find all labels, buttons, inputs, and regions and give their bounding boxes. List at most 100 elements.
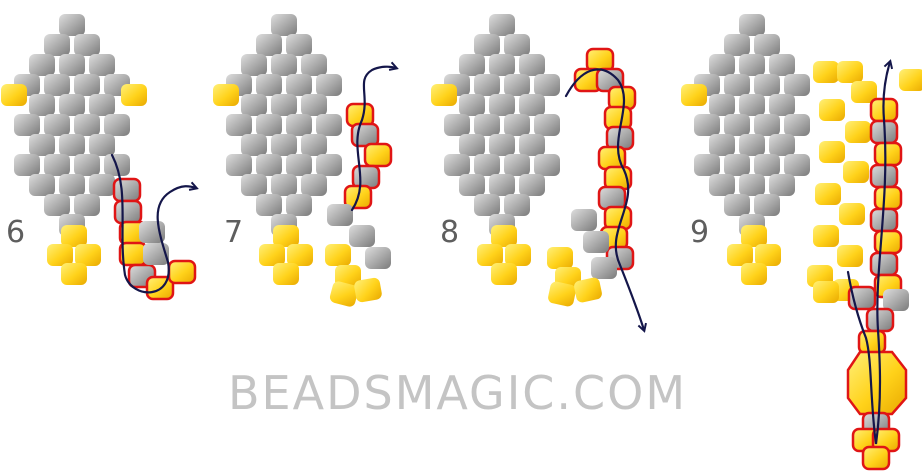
yellow-bead — [681, 84, 707, 106]
gray-bead — [44, 194, 70, 216]
gray-bead — [754, 154, 780, 176]
yellow-bead — [47, 244, 73, 266]
gray-bead — [784, 154, 810, 176]
thread-path-arrow — [846, 62, 890, 445]
gray-bead — [29, 174, 55, 196]
yellow-bead — [121, 84, 147, 106]
gray-bead — [241, 134, 267, 156]
gray-bead — [14, 114, 40, 136]
yellow-bead — [839, 203, 865, 225]
gray-bead — [271, 174, 297, 196]
yellow-bead — [851, 81, 877, 103]
thread-path-arrow — [110, 153, 196, 294]
gray-bead — [474, 74, 500, 96]
yellow-drop-bead — [846, 350, 908, 416]
gray-bead — [29, 94, 55, 116]
step-number-6: 6 — [6, 215, 26, 250]
gray-bead — [301, 134, 327, 156]
gray-bead — [74, 194, 100, 216]
yellow-bead — [861, 445, 891, 471]
gray-bead — [489, 174, 515, 196]
yellow-bead — [819, 141, 845, 163]
gray-bead — [534, 154, 560, 176]
yellow-bead — [813, 61, 839, 83]
gray-bead — [754, 74, 780, 96]
yellow-bead — [491, 263, 517, 285]
yellow-bead — [727, 244, 753, 266]
gray-bead — [724, 194, 750, 216]
gray-bead — [44, 154, 70, 176]
gray-bead — [350, 122, 380, 148]
gray-bead — [59, 174, 85, 196]
yellow-bead — [477, 244, 503, 266]
gray-bead — [459, 94, 485, 116]
yellow-bead — [547, 247, 573, 269]
gray-bead — [112, 177, 142, 203]
gray-bead — [739, 14, 765, 36]
yellow-bead — [167, 259, 197, 285]
yellow-bead — [585, 47, 615, 73]
gray-bead — [59, 54, 85, 76]
yellow-bead — [819, 99, 845, 121]
yellow-bead — [363, 142, 393, 168]
gray-bead — [739, 94, 765, 116]
gray-bead — [74, 154, 100, 176]
gray-bead — [709, 94, 735, 116]
gray-bead — [504, 154, 530, 176]
gray-bead — [89, 174, 115, 196]
gray-bead — [583, 231, 609, 253]
gray-bead — [286, 34, 312, 56]
gray-bead — [113, 199, 143, 225]
gray-bead — [44, 114, 70, 136]
gray-bead — [739, 54, 765, 76]
yellow-bead — [287, 244, 313, 266]
gray-bead — [459, 54, 485, 76]
gray-bead — [256, 74, 282, 96]
gray-bead — [286, 114, 312, 136]
yellow-bead — [329, 281, 359, 307]
gray-bead — [143, 243, 169, 265]
gray-bead — [241, 54, 267, 76]
gray-bead — [89, 54, 115, 76]
gray-bead — [869, 251, 899, 277]
gray-bead — [489, 14, 515, 36]
gray-bead — [739, 174, 765, 196]
gray-bead — [504, 34, 530, 56]
gray-bead — [724, 34, 750, 56]
gray-bead — [241, 174, 267, 196]
gray-bead — [591, 257, 617, 279]
yellow-bead — [741, 263, 767, 285]
gray-bead — [226, 114, 252, 136]
gray-bead — [474, 114, 500, 136]
yellow-bead — [815, 183, 841, 205]
gray-bead — [474, 154, 500, 176]
step-9-diagram — [681, 14, 922, 471]
gray-bead — [784, 114, 810, 136]
yellow-bead — [899, 69, 922, 91]
thread-path-arrow — [564, 68, 644, 330]
gray-bead — [286, 154, 312, 176]
gray-bead — [327, 204, 353, 226]
yellow-bead — [873, 185, 903, 211]
gray-bead — [301, 54, 327, 76]
yellow-bead — [1, 84, 27, 106]
yellow-bead — [335, 265, 361, 287]
step-6-diagram — [1, 14, 197, 301]
gray-bead — [724, 154, 750, 176]
yellow-bead — [273, 225, 299, 247]
gray-bead — [301, 94, 327, 116]
gray-bead — [883, 289, 909, 311]
gray-bead — [504, 194, 530, 216]
yellow-bead — [505, 244, 531, 266]
gray-bead — [571, 209, 597, 231]
yellow-bead — [813, 281, 839, 303]
gray-bead — [316, 114, 342, 136]
gray-bead — [504, 114, 530, 136]
yellow-bead — [354, 277, 382, 303]
gray-bead — [301, 174, 327, 196]
yellow-bead — [325, 244, 351, 266]
gray-bead — [459, 174, 485, 196]
gray-bead — [534, 114, 560, 136]
gray-bead — [74, 34, 100, 56]
